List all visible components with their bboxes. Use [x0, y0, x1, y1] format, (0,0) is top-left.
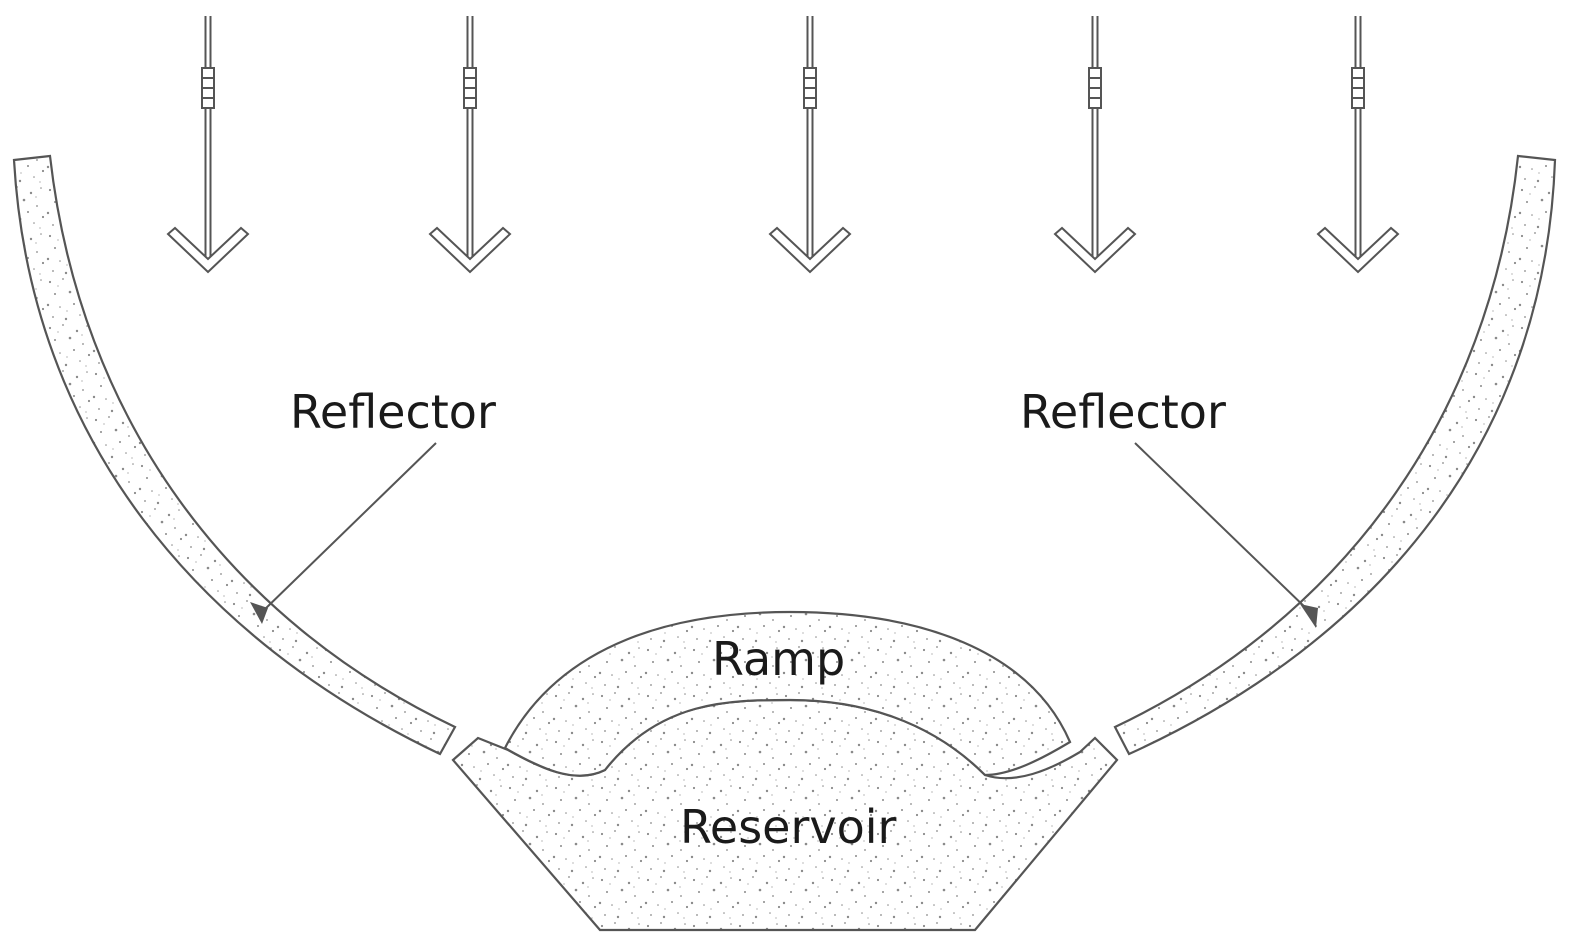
sun-ray-arrows — [166, 16, 1400, 274]
reflector-left-shape — [12, 154, 457, 756]
leader-tick-right — [1300, 604, 1318, 628]
reflector-right-label: Reflector — [1020, 385, 1226, 439]
ramp-shape — [503, 610, 1072, 777]
reflector-left-label: Reflector — [290, 385, 496, 439]
sun-ray-arrow-icon — [768, 16, 852, 274]
leader-tick-left — [250, 602, 268, 624]
sun-ray-arrow-icon — [428, 16, 512, 274]
ramp-label: Ramp — [712, 632, 845, 686]
sun-ray-arrow-icon — [166, 16, 250, 274]
reservoir-label: Reservoir — [680, 800, 897, 854]
sun-ray-arrow-icon — [1053, 16, 1137, 274]
leader-line-right — [1134, 442, 1311, 613]
reflector-right-shape — [1113, 154, 1557, 756]
leader-line-left — [261, 442, 437, 613]
sun-ray-arrow-icon — [1316, 16, 1400, 274]
